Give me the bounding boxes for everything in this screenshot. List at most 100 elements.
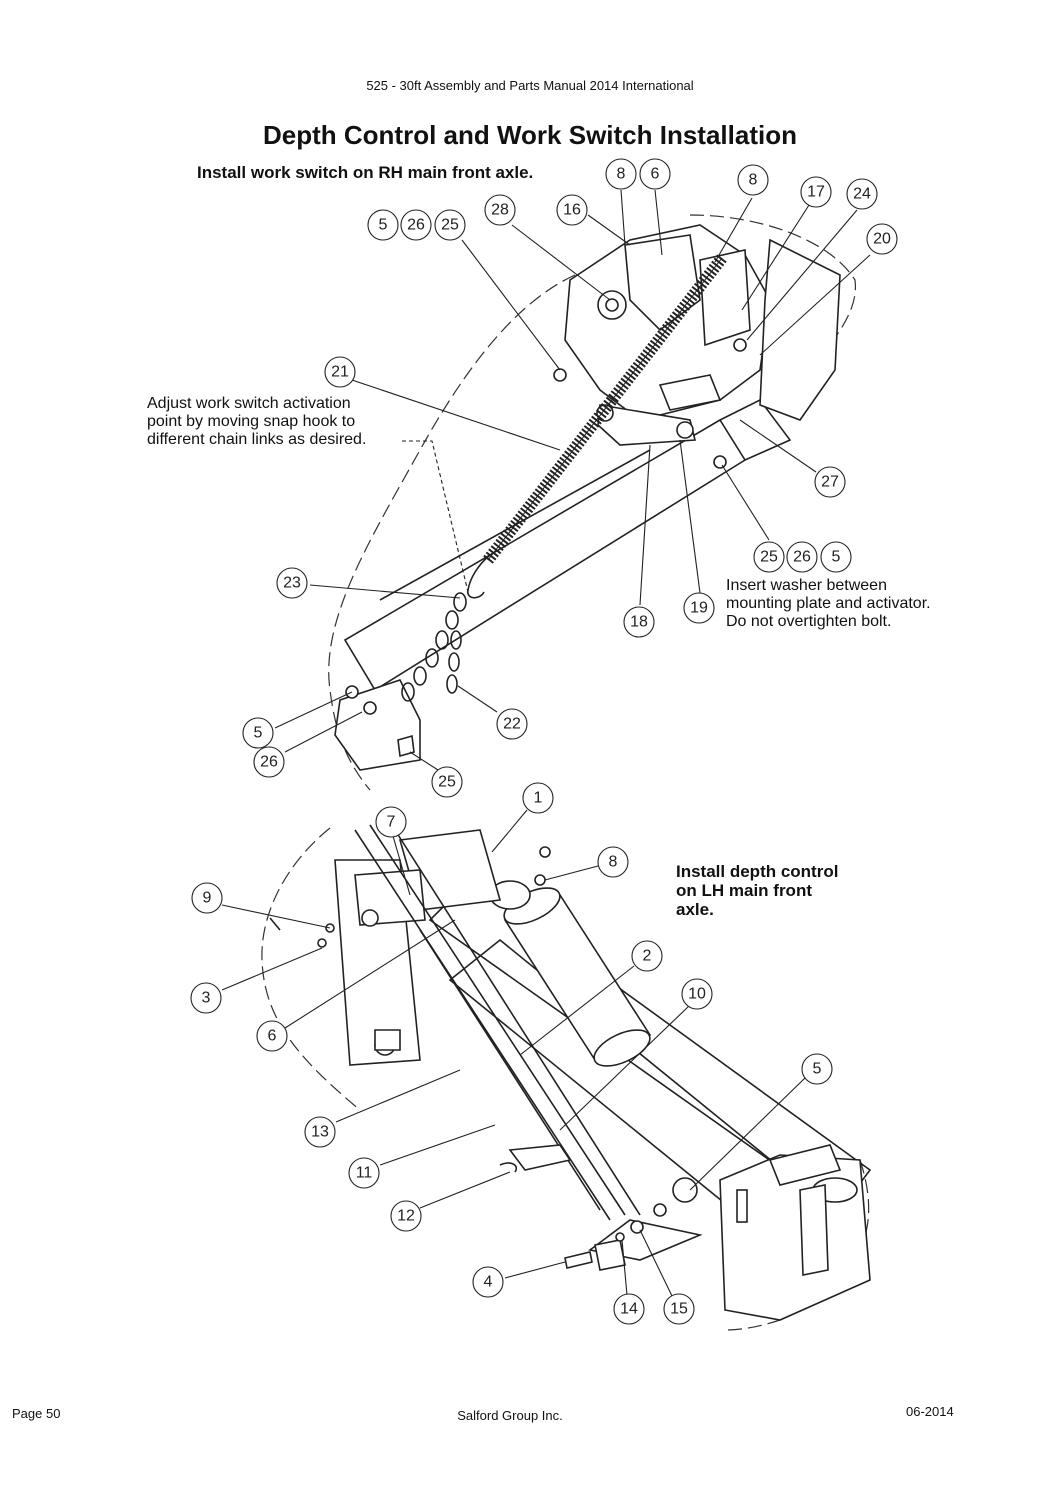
- svg-text:23: 23: [283, 575, 301, 592]
- callout-4: 4: [472, 1266, 504, 1298]
- footer-page: Page 50: [12, 1406, 61, 1421]
- svg-text:25: 25: [438, 774, 456, 791]
- svg-text:26: 26: [407, 217, 425, 234]
- callout-5b: 5: [820, 541, 852, 573]
- callout-5d: 5: [801, 1053, 833, 1085]
- callout-17: 17: [800, 176, 832, 208]
- svg-text:20: 20: [873, 231, 891, 248]
- callout-6a: 6: [639, 158, 671, 190]
- callout-26a: 26: [400, 209, 432, 241]
- top-leader-lines: [274, 189, 871, 771]
- callout-23: 23: [276, 567, 308, 599]
- svg-text:2: 2: [643, 948, 652, 965]
- note-adjust-line2: point by moving snap hook to: [147, 413, 356, 430]
- callout-12: 12: [390, 1200, 422, 1232]
- footer-company: Salford Group Inc.: [457, 1408, 563, 1423]
- svg-text:13: 13: [311, 1124, 329, 1141]
- svg-text:7: 7: [387, 814, 396, 831]
- callout-11: 11: [348, 1157, 380, 1189]
- svg-text:21: 21: [331, 364, 349, 381]
- svg-text:28: 28: [491, 202, 509, 219]
- note-adjust-line3: different chain links as desired.: [147, 431, 367, 448]
- note-lh-line2: on LH main front: [676, 881, 812, 900]
- callout-1: 1: [522, 782, 554, 814]
- callout-7: 7: [375, 806, 407, 838]
- svg-text:25: 25: [760, 549, 778, 566]
- callout-22: 22: [496, 708, 528, 740]
- callout-25a: 25: [434, 209, 466, 241]
- svg-text:19: 19: [690, 600, 708, 617]
- svg-text:11: 11: [356, 1165, 373, 1182]
- bottom-leader-lines: [221, 809, 806, 1297]
- callout-8a: 8: [605, 158, 637, 190]
- note-lh-install: Install depth control on LH main front a…: [676, 862, 838, 919]
- callout-26b: 26: [786, 541, 818, 573]
- note-lh-line1: Install depth control: [676, 862, 839, 881]
- callout-14: 14: [613, 1293, 645, 1325]
- note-rh-install: Install work switch on RH main front axl…: [197, 163, 534, 182]
- svg-text:22: 22: [503, 716, 521, 733]
- svg-text:18: 18: [630, 614, 648, 631]
- callout-5a: 5: [367, 209, 399, 241]
- svg-text:9: 9: [203, 890, 212, 907]
- callout-28: 28: [484, 194, 516, 226]
- callout-25c: 25: [431, 766, 463, 798]
- svg-text:15: 15: [670, 1301, 688, 1318]
- note-washer-line2: mounting plate and activator.: [726, 595, 931, 612]
- footer-date: 06-2014: [906, 1404, 954, 1419]
- svg-text:5: 5: [813, 1061, 822, 1078]
- svg-text:3: 3: [202, 990, 211, 1007]
- callout-21: 21: [324, 356, 356, 388]
- page-title: Depth Control and Work Switch Installati…: [263, 120, 797, 150]
- svg-text:1: 1: [534, 790, 543, 807]
- note-washer-line3: Do not overtighten bolt.: [726, 613, 892, 630]
- svg-text:6: 6: [651, 166, 660, 183]
- svg-text:8: 8: [749, 172, 758, 189]
- tension-spring: [483, 254, 727, 564]
- svg-text:8: 8: [617, 166, 626, 183]
- svg-text:8: 8: [609, 854, 618, 871]
- svg-text:4: 4: [484, 1274, 493, 1291]
- svg-text:5: 5: [832, 549, 841, 566]
- note-washer-line1: Insert washer between: [726, 577, 887, 594]
- svg-text:27: 27: [821, 474, 839, 491]
- bottom-assembly-drawing: [261, 824, 872, 1331]
- svg-text:17: 17: [807, 184, 825, 201]
- svg-text:24: 24: [853, 186, 871, 203]
- callout-9: 9: [191, 882, 223, 914]
- svg-text:12: 12: [397, 1208, 415, 1225]
- svg-text:5: 5: [254, 725, 263, 742]
- callout-15: 15: [663, 1293, 695, 1325]
- svg-text:6: 6: [268, 1028, 277, 1045]
- callout-26c: 26: [253, 746, 285, 778]
- note-adjust-line1: Adjust work switch activation: [147, 395, 351, 412]
- svg-text:26: 26: [260, 754, 278, 771]
- callout-25b: 25: [753, 541, 785, 573]
- svg-text:25: 25: [441, 217, 459, 234]
- bottom-callouts: 1 7 8 9 3 6 2 10 5 13 11 12 4 14 15: [190, 782, 833, 1325]
- callout-18: 18: [623, 606, 655, 638]
- callout-24: 24: [846, 178, 878, 210]
- page-header: 525 - 30ft Assembly and Parts Manual 201…: [366, 78, 694, 93]
- chain: [401, 592, 467, 702]
- callout-3: 3: [190, 982, 222, 1014]
- hydraulic-cylinder: [489, 880, 652, 1067]
- callout-16: 16: [556, 194, 588, 226]
- svg-text:14: 14: [620, 1301, 638, 1318]
- note-lh-line3: axle.: [676, 900, 714, 919]
- callout-8c: 8: [597, 846, 629, 878]
- svg-text:5: 5: [379, 217, 388, 234]
- callout-10: 10: [681, 978, 713, 1010]
- callout-13: 13: [304, 1116, 336, 1148]
- callout-20: 20: [866, 223, 898, 255]
- note-adjust-activation: Adjust work switch activation point by m…: [147, 395, 366, 449]
- callout-2: 2: [631, 940, 663, 972]
- top-callouts: 8 6 8 17 24 20 16 28 5 26 25 21 27 25 26…: [242, 158, 898, 798]
- callout-19: 19: [683, 592, 715, 624]
- svg-text:10: 10: [688, 986, 706, 1003]
- callout-27: 27: [814, 466, 846, 498]
- svg-text:26: 26: [793, 549, 811, 566]
- callout-8b: 8: [737, 164, 769, 196]
- top-assembly-drawing: [328, 214, 856, 791]
